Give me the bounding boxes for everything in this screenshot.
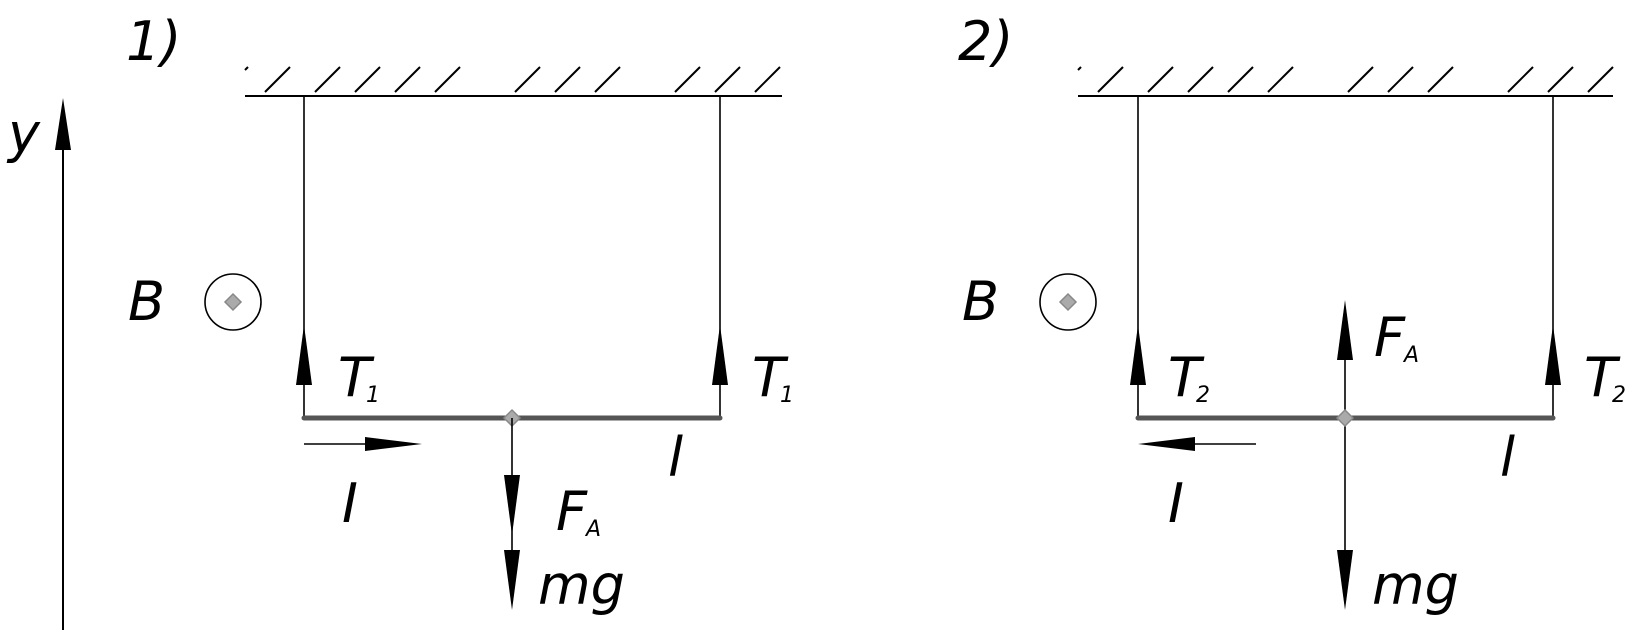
- panel-2-field-dot-icon: [1058, 292, 1078, 312]
- panel-1-current: I: [304, 437, 422, 535]
- panel-2-length-label: l: [1500, 426, 1515, 489]
- panel-2: 2) B: [958, 10, 1626, 617]
- panel-2-ceiling: [1077, 66, 1614, 97]
- y-axis: y: [6, 98, 71, 630]
- panel-1-downward-forces: F A mg: [504, 418, 625, 617]
- panel-2-tension-right-symbol: T: [1584, 346, 1621, 409]
- panel-2-tension-left-arrowhead: [1130, 325, 1146, 385]
- panel-1-ampere-force-arrowhead: [504, 475, 520, 535]
- panel-2-current-arrowhead: [1138, 437, 1195, 451]
- panel-2-magnetic-field: B: [962, 270, 1097, 333]
- panel-2-rod-center: [1335, 408, 1355, 428]
- panel-1-tension-left-symbol: T: [338, 346, 375, 409]
- panel-2-weight-label: mg: [1372, 554, 1459, 617]
- panel-2-tension-left: T 2: [1130, 325, 1210, 409]
- panel-2-field-out-of-page-icon: [1039, 273, 1097, 331]
- panel-2-tension-left-subscript: 2: [1196, 383, 1210, 408]
- panel-1-current-label: I: [342, 472, 358, 535]
- panel-2-weight-arrowhead: [1337, 550, 1353, 610]
- panel-1-weight-arrowhead: [504, 550, 520, 610]
- panel-2-tension-left-symbol: T: [1168, 346, 1205, 409]
- panel-1-number: 1): [126, 10, 181, 73]
- panel-1-current-arrowhead: [365, 437, 422, 451]
- panel-2-field-label: B: [962, 270, 999, 333]
- panel-1-tension-right: T 1: [712, 325, 794, 409]
- panel-2-ampere-force-subscript: A: [1402, 343, 1419, 368]
- panel-2-current: I: [1138, 437, 1256, 535]
- panel-2-number: 2): [958, 10, 1013, 73]
- y-axis-arrowhead: [55, 98, 71, 150]
- panel-2-ceiling-hatching: [1077, 66, 1614, 93]
- panel-2-ampere-force-arrowhead: [1337, 300, 1353, 360]
- panel-1-tension-left: T 1: [296, 325, 380, 409]
- panel-2-tension-right-arrowhead: [1545, 325, 1561, 385]
- panel-1-field-label: B: [128, 270, 165, 333]
- panel-1-ceiling-hatching: [244, 66, 781, 93]
- panel-1-tension-left-arrowhead: [296, 325, 312, 385]
- panel-2-ampere-force-symbol: F: [1374, 306, 1406, 369]
- panel-1-length-label: l: [668, 426, 683, 489]
- panel-1-ampere-force-symbol: F: [556, 480, 588, 543]
- panel-2-vertical-forces: F A mg: [1337, 300, 1459, 617]
- panel-1-ceiling: [244, 66, 782, 97]
- panel-2-tension-right: T 2: [1545, 325, 1626, 409]
- panel-1-ampere-force-subscript: A: [584, 517, 601, 542]
- panel-1-tension-right-subscript: 1: [780, 383, 794, 408]
- panel-2-tension-right-subscript: 2: [1612, 383, 1626, 408]
- panel-1-tension-right-arrowhead: [712, 325, 728, 385]
- panel-1-tension-left-subscript: 1: [366, 383, 380, 408]
- panel-1-tension-right-symbol: T: [752, 346, 789, 409]
- panel-1-weight-label: mg: [538, 554, 625, 617]
- y-axis-label: y: [6, 102, 41, 165]
- panel-1: 1) B: [126, 10, 794, 617]
- panel-1-field-dot-icon: [223, 292, 243, 312]
- panel-2-current-label: I: [1168, 472, 1184, 535]
- panel-1-magnetic-field: B: [128, 270, 262, 333]
- panel-1-field-out-of-page-icon: [204, 273, 262, 331]
